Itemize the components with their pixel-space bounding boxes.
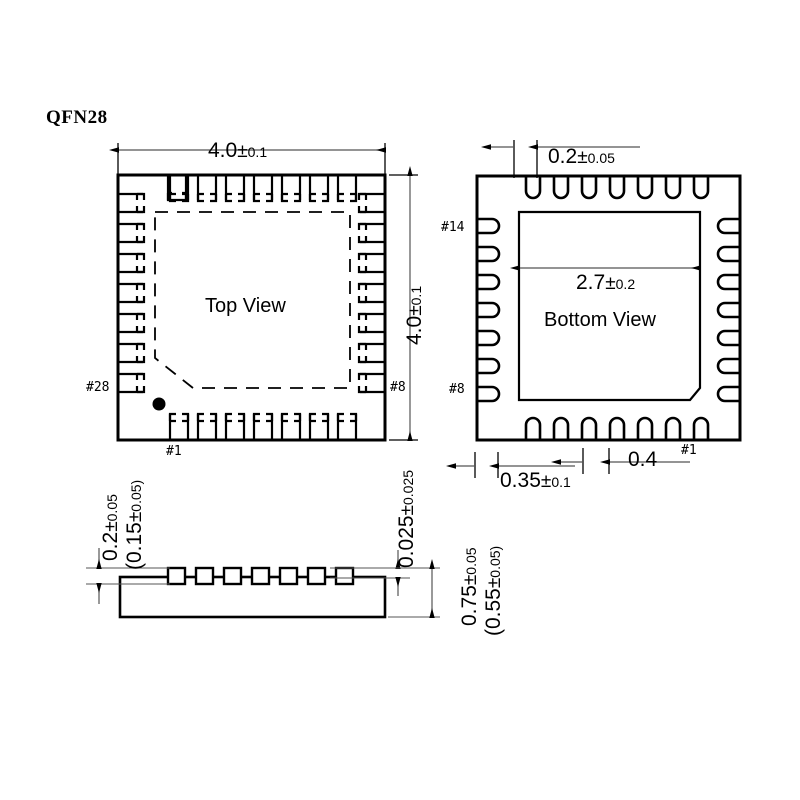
topview-height-tolerance: 0.1: [408, 285, 424, 306]
bottomview-padlength-tolerance: 0.05: [587, 150, 615, 166]
sideview-coplanarity-dimension-text: 0.025±0.025: [395, 469, 418, 568]
sideview-standoff-pm: ±: [101, 521, 122, 532]
bottomview-package-outline: [475, 174, 742, 442]
topview-left-leads-set: [119, 192, 146, 394]
sideview-height-pm: ±: [460, 574, 481, 586]
bottomview-padlength-pm: ±: [577, 147, 588, 168]
bottomview-padlength-dimension-text: 0.2±0.05: [548, 146, 615, 167]
bottomview-padwidth-dimension-text: 0.35±0.1: [500, 470, 571, 491]
bottomview-thermalpad-value: 2.7: [576, 271, 606, 294]
sideview-height-value: 0.75: [458, 585, 481, 626]
sideview-height-alt-value: (0.55: [482, 588, 505, 636]
sideview-height-dimension-text: 0.75±0.05: [458, 547, 481, 626]
bottomview-thermalpad-pm: ±: [605, 273, 616, 294]
topview-top-leads-set: [168, 176, 358, 203]
topview-pin1-dot: [152, 397, 166, 411]
bottomview-bottom-pads: [524, 416, 710, 439]
topview-pin28-label: #28: [86, 380, 110, 395]
topview-width-tolerance: 0.1: [247, 144, 268, 160]
topview-height-pm: ±: [405, 305, 426, 316]
bottom-view-group: [446, 140, 742, 478]
topview-right-leads-set: [357, 192, 384, 394]
topview-package-outline: [116, 173, 387, 442]
sideview-standoff-alt-value: (0.15: [123, 522, 146, 570]
sideview-height-tolerance: 0.05: [463, 547, 479, 575]
bottomview-pitch-dimension-text: 0.4: [628, 449, 657, 470]
sideview-standoff-tolerance: 0.05: [104, 494, 120, 522]
sideview-height-alt-pm: ±: [484, 577, 505, 589]
bottomview-pin14-label: #14: [441, 220, 465, 235]
sideview-standoff-value: 0.2: [99, 531, 122, 561]
drawing-title: QFN28: [46, 107, 108, 128]
bottomview-thermal-pad: [517, 210, 702, 402]
sideview-standoff-alt-tolerance: 0.05): [128, 479, 144, 512]
topview-height-value: 4.0: [403, 315, 426, 345]
side-view-group: [86, 548, 440, 619]
sideview-height-alt-tolerance: 0.05): [487, 545, 503, 578]
topview-width-pm: ±: [237, 141, 248, 162]
sideview-coplanarity-value: 0.025: [395, 515, 418, 568]
top-view-group: [109, 143, 418, 442]
bottomview-right-pads: [716, 217, 739, 403]
topview-width-value: 4.0: [208, 139, 238, 162]
bottomview-pin1-label: #1: [681, 443, 697, 458]
bottomview-thermalpad-tolerance: 0.2: [615, 276, 636, 292]
bottomview-pin8-label: #8: [449, 382, 465, 397]
bottomview-padwidth-pm: ±: [540, 471, 552, 492]
bottomview-padwidth-value: 0.35: [500, 469, 541, 492]
sideview-height-alt-dimension-text: (0.55±0.05): [482, 545, 505, 636]
topview-inner-dashed-outline: [154, 211, 351, 389]
sideview-standoff-dimension-text: 0.2±0.05: [99, 494, 122, 561]
bottomview-left-pads: [478, 217, 501, 403]
sideview-standoff-alt-dimension-text: (0.15±0.05): [123, 479, 146, 570]
bottomview-padwidth-tolerance: 0.1: [551, 474, 571, 490]
sideview-leads: [166, 566, 355, 586]
top-view-label: Top View: [205, 295, 286, 317]
topview-pin1-label: #1: [166, 444, 182, 459]
bottomview-pitch-value: 0.4: [628, 448, 658, 471]
sideview-standoff-alt-pm: ±: [125, 511, 146, 523]
sideview-coplanarity-pm: ±: [397, 505, 418, 516]
topview-pin8-label: #8: [390, 380, 406, 395]
bottomview-thermalpad-dimension-text: 2.7±0.2: [576, 272, 635, 293]
topview-width-dimension-text: 4.0±0.1: [208, 140, 267, 161]
bottomview-top-pads: [524, 177, 710, 200]
topview-bottom-leads-set: [168, 412, 358, 439]
bottom-view-label: Bottom View: [544, 309, 656, 331]
sideview-coplanarity-tolerance: 0.025: [400, 469, 416, 505]
topview-height-dimension-text: 4.0±0.1: [403, 285, 426, 345]
bottomview-padlength-value: 0.2: [548, 145, 578, 168]
